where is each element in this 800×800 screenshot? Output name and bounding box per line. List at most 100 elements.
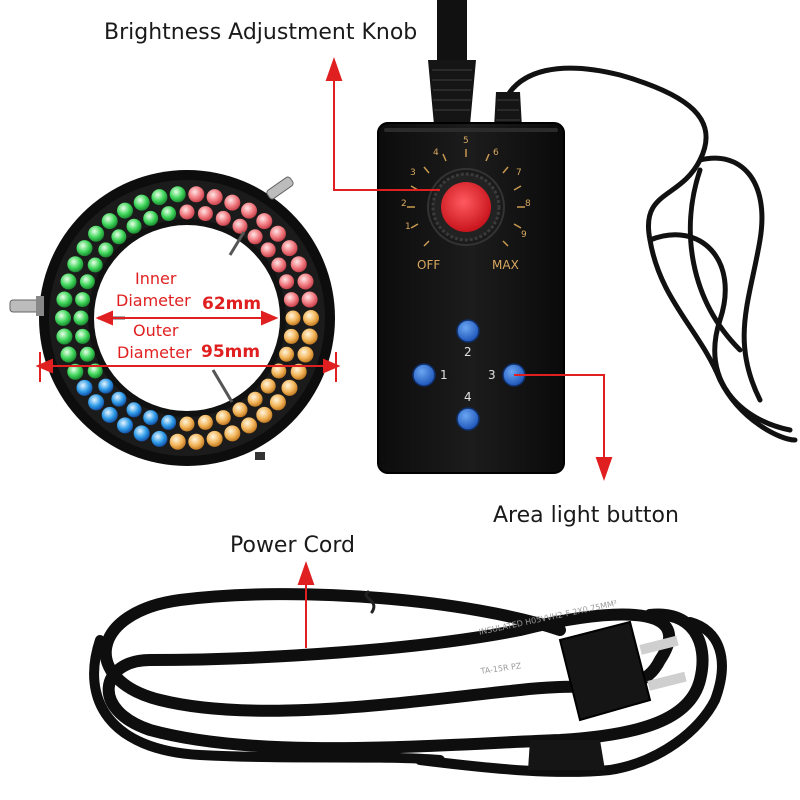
area-button-label: Area light button [493,503,679,528]
led-bulb [117,202,133,219]
led-bulb [67,256,84,273]
dial-max-label: MAX [492,258,519,272]
inner-label-line2: Diameter [116,291,191,310]
dial-scale [407,149,525,247]
led-bulb [79,274,95,290]
led-bulb [297,273,314,290]
led-bulb [285,310,301,326]
led-bulb [232,402,248,418]
led-bulb [98,242,114,258]
led-bulb [260,242,276,258]
led-bulb [271,257,287,273]
led-bulb [283,328,299,344]
button-1-label: 1 [440,368,448,382]
led-bulb [279,274,295,290]
led-bulb [215,410,231,426]
outer-label-line2: Diameter [117,343,192,362]
led-bulb [256,213,273,230]
dial-number: 4 [433,148,439,158]
led-bulb [247,391,263,407]
led-bulb [161,414,177,430]
led-bulb [60,273,77,290]
led-bulb [188,433,205,450]
led-bulb [269,394,286,411]
dial-number: 9 [521,230,527,240]
power-cable-top [428,0,522,128]
led-bulb [73,310,89,326]
knob-cap [441,182,491,232]
led-bulb [206,189,223,206]
led-bulb [169,433,186,450]
inner-label-line1: Inner [135,269,177,288]
button-4-label: 4 [464,390,472,404]
led-bulb [101,406,118,423]
led-bulb [279,346,295,362]
dial-number: 1 [405,222,411,232]
led-bulb [256,406,273,423]
led-bulb [290,256,307,273]
led-bulb [117,417,133,434]
dial-number: 8 [525,199,531,209]
led-bulb [197,414,213,430]
led-bulb [75,328,91,344]
led-bulb [56,328,73,345]
dial-off-label: OFF [417,258,441,272]
led-bulb [76,240,93,257]
led-bulb [224,194,241,211]
button-2-label: 2 [464,345,472,359]
dial-number: 5 [463,136,469,146]
dial-number: 2 [401,199,407,209]
led-bulb [197,206,213,222]
led-bulb [269,225,286,242]
power-cord-label: Power Cord [230,533,355,558]
led-bulb [290,363,307,380]
led-bulb [133,194,150,211]
led-bulb [55,310,71,326]
led-bulb [126,402,142,418]
led-bulb [79,346,95,362]
inner-value: 62mm [202,294,262,314]
led-bulb [143,410,159,426]
led-bulb [143,210,159,226]
led-bulb [224,425,241,442]
outer-value: 95mm [201,342,261,362]
annotation-arrows [35,56,613,648]
led-bulb [111,391,127,407]
button-3-label: 3 [488,368,496,382]
led-bulb [101,213,118,230]
led-bulb [75,292,91,308]
knob-label: Brightness Adjustment Knob [104,20,418,45]
led-bulb [133,425,150,442]
led-bulb [301,291,318,308]
led-bulb [281,379,298,396]
led-bulb [60,346,77,363]
dial-number: 7 [516,168,522,178]
led-bulb [169,186,186,203]
led-bulb [87,257,103,273]
dial-number: 6 [493,148,499,158]
led-bulb [76,379,93,396]
led-bulb [88,225,105,242]
led-bulb [179,204,195,220]
led-bulb [303,310,319,326]
led-bulb [87,363,103,379]
led-bulb [301,328,318,345]
led-bulb [206,430,223,447]
led-bulb [247,229,263,245]
led-bulb [297,346,314,363]
led-bulb [232,218,248,234]
led-bulb [188,186,205,203]
led-bulb [215,210,231,226]
led-bulb [98,378,114,394]
led-bulb [151,430,168,447]
led-bulb [56,291,73,308]
led-bulb [241,417,257,434]
controller-box [377,122,565,474]
led-bulb [111,229,127,245]
led-bulb [271,363,287,379]
button-2 [456,319,480,343]
button-1 [412,363,436,387]
button-4 [456,407,480,431]
outer-label-line1: Outer [133,321,179,340]
